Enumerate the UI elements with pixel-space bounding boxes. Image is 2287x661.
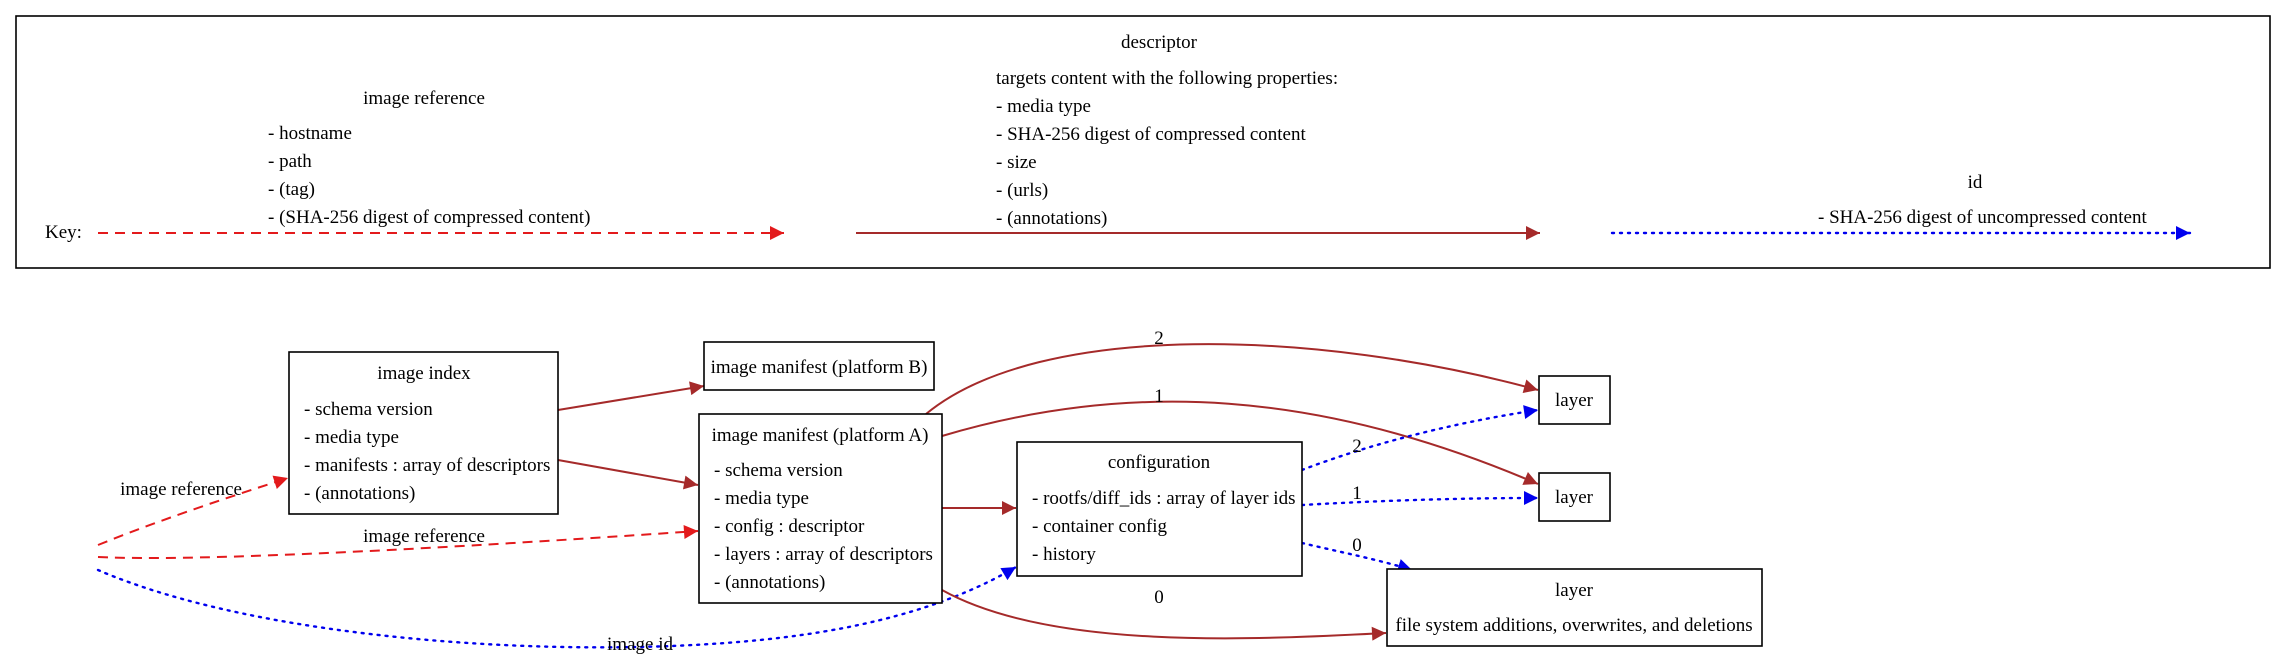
node-line: - layers : array of descriptors — [714, 544, 933, 565]
node-image-index: image index - schema version - media typ… — [288, 351, 559, 515]
node-image-manifest-a: image manifest (platform A) - schema ver… — [698, 413, 943, 604]
node-layer-0: layer file system additions, overwrites,… — [1386, 568, 1763, 647]
edge-index-to-manifest-b — [557, 381, 705, 411]
node-title: image index — [377, 363, 471, 384]
edge-label-layer-0-id: 0 — [1352, 535, 1362, 556]
node-title: layer — [1555, 390, 1594, 411]
node-line: - schema version — [304, 399, 433, 420]
legend-descriptor-title: descriptor — [1121, 32, 1198, 53]
node-title: image manifest (platform A) — [712, 425, 929, 446]
edge-label-layer-2-id: 2 — [1352, 436, 1362, 457]
node-line: - (annotations) — [304, 483, 415, 504]
legend: Key: image reference - hostname - path -… — [15, 15, 2271, 269]
legend-image-reference-title: image reference — [363, 88, 485, 109]
node-title: layer — [1555, 580, 1594, 601]
node-line: - schema version — [714, 460, 843, 481]
node-line: - media type — [304, 427, 399, 448]
node-title: configuration — [1108, 452, 1211, 473]
legend-box — [15, 15, 2271, 269]
node-layer-1: layer — [1538, 472, 1611, 522]
edge-config-to-layer-2-id — [1300, 405, 1540, 472]
node-line: - (annotations) — [714, 572, 825, 593]
edge-label-layer-1-id: 1 — [1352, 483, 1362, 504]
edge-label-layer-2-desc: 2 — [1154, 328, 1164, 349]
edge-config-to-layer-1-id — [1300, 491, 1540, 507]
edge-label-layer-1-desc: 1 — [1154, 386, 1164, 407]
node-line: - history — [1032, 544, 1096, 565]
legend-descriptor-line: - media type — [996, 96, 1091, 117]
legend-image-reference-line: - hostname — [268, 123, 352, 144]
legend-image-reference-line: - (SHA-256 digest of compressed content) — [268, 207, 590, 228]
node-title: layer — [1555, 487, 1594, 508]
node-image-manifest-b: image manifest (platform B) — [703, 341, 935, 391]
node-layer-2: layer — [1538, 375, 1611, 425]
edge-label-image-reference-manifest: image reference — [363, 526, 485, 547]
legend-image-reference-line: - path — [268, 151, 312, 172]
node-configuration: configuration - rootfs/diff_ids : array … — [1016, 441, 1303, 577]
edge-label-image-reference-index: image reference — [120, 479, 242, 500]
edge-image-reference-to-manifest-a — [97, 524, 699, 560]
legend-descriptor-line: - (urls) — [996, 180, 1048, 201]
node-title: image manifest (platform B) — [711, 357, 928, 378]
edge-config-to-layer-0-id — [1300, 541, 1414, 573]
legend-descriptor-line: - SHA-256 digest of compressed content — [996, 124, 1306, 145]
node-line: - container config — [1032, 516, 1168, 537]
nodes: image index - schema version - media typ… — [288, 341, 1763, 647]
legend-image-reference-line: - (tag) — [268, 179, 315, 200]
edge-manifest-a-to-layer-0 — [941, 589, 1387, 641]
edge-label-layer-0-desc: 0 — [1154, 587, 1164, 608]
node-line: - rootfs/diff_ids : array of layer ids — [1032, 488, 1295, 509]
edge-image-id-to-config — [96, 565, 1018, 649]
node-line: - manifests : array of descriptors — [304, 455, 550, 476]
legend-descriptor-line: - size — [996, 152, 1037, 173]
edge-index-to-manifest-a — [557, 459, 699, 490]
legend-descriptor-line: - (annotations) — [996, 208, 1107, 229]
legend-id-title: id — [1968, 172, 1983, 193]
edge-image-reference-to-index — [97, 475, 289, 546]
edges: image reference image reference image id… — [96, 328, 1540, 655]
edge-manifest-a-to-layer-1 — [941, 400, 1539, 485]
legend-descriptor-line: targets content with the following prope… — [996, 68, 1338, 89]
legend-key-label: Key: — [45, 222, 82, 243]
node-line: - config : descriptor — [714, 516, 865, 537]
edge-manifest-a-to-layer-2 — [925, 343, 1539, 415]
node-line: file system additions, overwrites, and d… — [1395, 615, 1752, 636]
legend-id-line: - SHA-256 digest of uncompressed content — [1818, 207, 2147, 228]
node-line: - media type — [714, 488, 809, 509]
edge-label-image-id: image id — [607, 634, 673, 655]
